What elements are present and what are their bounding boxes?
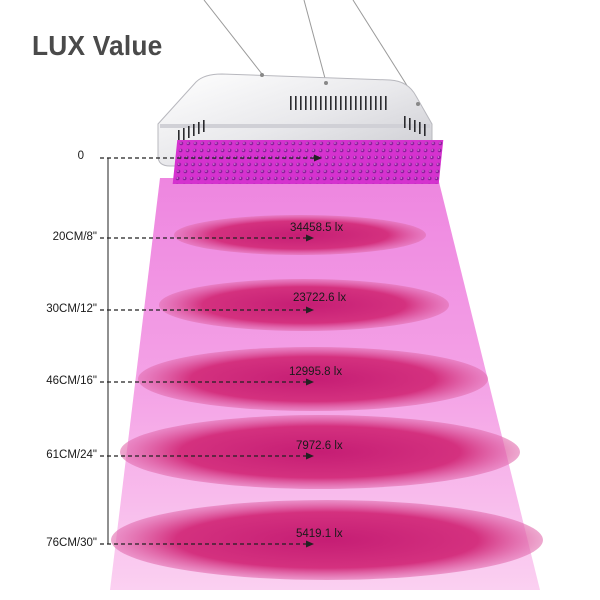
- distance-label-20cm: 20CM/8": [52, 231, 97, 243]
- lux-value-61cm: 7972.6 lx: [296, 440, 343, 452]
- page-title: LUX Value: [32, 30, 163, 61]
- light-spot-76cm: [111, 500, 543, 580]
- lux-value-76cm: 5419.1 lx: [296, 528, 343, 540]
- lux-value-46cm: 12995.8 lx: [289, 366, 343, 378]
- light-spot-61cm: [120, 415, 520, 489]
- light-spot-30cm: [159, 279, 449, 331]
- led-panel: [172, 140, 444, 184]
- distance-label-30cm: 30CM/12": [46, 303, 97, 315]
- lux-value-20cm: 34458.5 lx: [290, 222, 344, 234]
- distance-label-61cm: 61CM/24": [46, 449, 97, 461]
- distance-label-46cm: 46CM/16": [46, 375, 97, 387]
- light-spots: [111, 215, 543, 580]
- grow-light-fixture: [157, 73, 444, 184]
- distance-label-76cm: 76CM/30": [46, 537, 97, 549]
- marker-arrowheads: [306, 154, 322, 548]
- lux-value-30cm: 23722.6 lx: [293, 292, 347, 304]
- light-spot-46cm: [138, 347, 488, 411]
- distance-markers: [100, 157, 318, 545]
- light-spot-20cm: [174, 215, 426, 255]
- distance-label-0: 0: [77, 150, 84, 162]
